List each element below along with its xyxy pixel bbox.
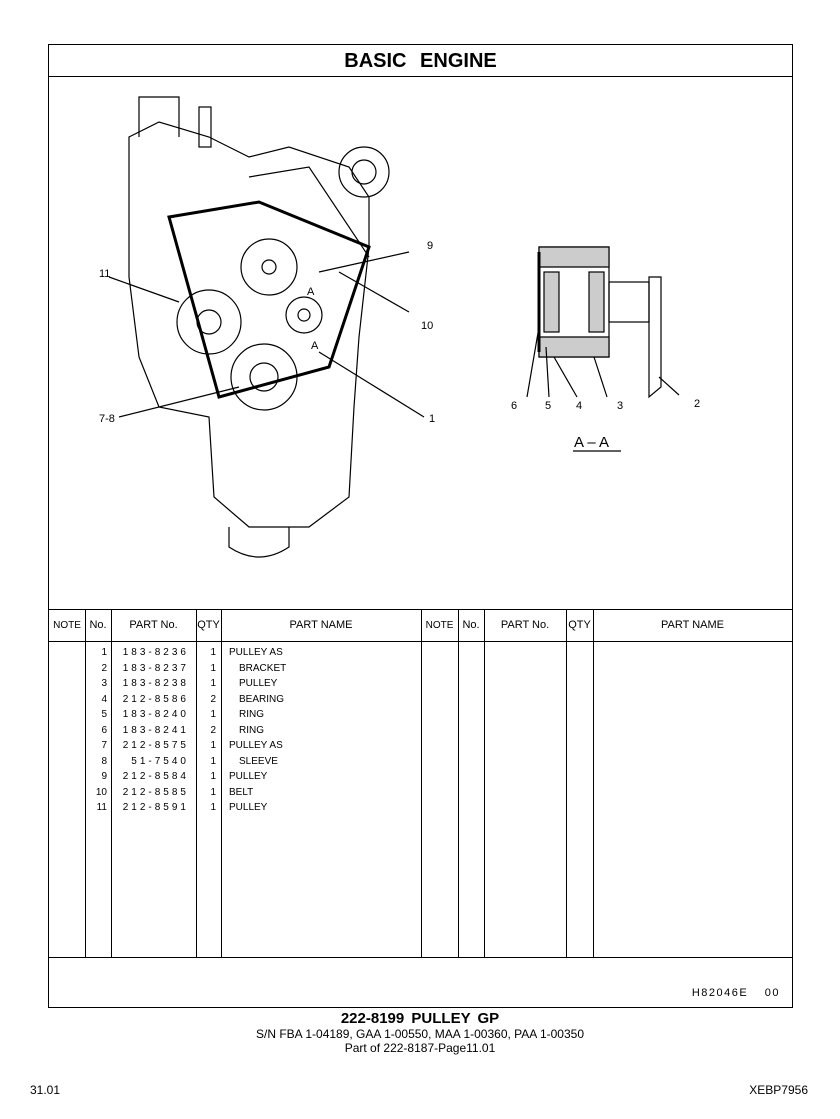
- row-number: 10: [95, 786, 107, 798]
- row-part-name: RING: [239, 724, 264, 736]
- row-number: 7: [101, 740, 107, 751]
- caption-serials: S/N FBA 1-04189, GAA 1-00550, MAA 1-0036…: [256, 1027, 584, 1041]
- callout-10: 10: [421, 320, 433, 332]
- header-note: NOTE: [53, 620, 81, 631]
- row-part-name: PULLEY: [229, 802, 268, 813]
- section-callout-3: 3: [617, 400, 623, 412]
- section-callout-2: 2: [694, 398, 700, 410]
- illustration-code: H82046E 00: [691, 987, 780, 999]
- engine-drawing: 9 10 11 7-8 1 A A 6 5 4 3 2 A – A: [99, 96, 700, 558]
- header-qty-2: QTY: [568, 619, 591, 631]
- row-quantity: 1: [210, 662, 216, 674]
- row-quantity: 1: [210, 740, 216, 751]
- section-label: A – A: [574, 434, 609, 451]
- row-number: 5: [101, 709, 107, 720]
- header-part-name: PART NAME: [289, 619, 353, 631]
- row-quantity: 1: [210, 647, 216, 658]
- row-quantity: 1: [210, 709, 216, 720]
- callout-11: 11: [99, 268, 110, 280]
- row-part-name: BEARING: [239, 693, 285, 705]
- header-part-name-2: PART NAME: [661, 619, 724, 631]
- header-note-2: NOTE: [425, 620, 454, 631]
- row-part-name: BELT: [229, 786, 254, 798]
- section-callout-5: 5: [545, 400, 551, 412]
- row-part-number: 183-8241: [122, 724, 189, 736]
- parts-page-frame: BASIC ENGINE 9 10 11 7-8 1 A A 6 5 4 3 2…: [48, 44, 793, 1008]
- parts-table: NOTE No. PART No. QTY PART NAME NOTE No.…: [49, 609, 792, 958]
- row-quantity: 2: [210, 724, 216, 736]
- row-quantity: 1: [210, 802, 216, 813]
- row-part-name: PULLEY AS: [229, 740, 283, 751]
- header-part-no: PART No.: [129, 619, 178, 631]
- caption-part-of: Part of 222-8187-Page11.01: [344, 1041, 496, 1055]
- row-number: 8: [101, 755, 107, 767]
- engine-illustration: 9 10 11 7-8 1 A A 6 5 4 3 2 A – A: [49, 77, 792, 609]
- row-part-name: SLEEVE: [239, 755, 278, 767]
- row-number: 6: [101, 724, 107, 736]
- row-part-name: RING: [239, 709, 264, 720]
- row-number: 4: [101, 693, 107, 705]
- row-part-number: 212-8575: [122, 740, 189, 751]
- page-number: 31.01: [30, 1083, 61, 1097]
- row-number: 1: [101, 647, 107, 658]
- section-mark-a: A: [307, 286, 315, 298]
- header-no: No.: [89, 619, 107, 631]
- row-part-name: PULLEY: [229, 771, 268, 782]
- row-quantity: 2: [210, 693, 216, 705]
- row-part-number: 183-8238: [122, 678, 189, 689]
- row-part-number: 183-8240: [122, 709, 189, 720]
- row-quantity: 1: [210, 786, 216, 798]
- section-callout-6: 6: [511, 400, 517, 412]
- row-number: 11: [96, 802, 107, 813]
- callout-7-8: 7-8: [99, 413, 115, 425]
- header-no-2: No.: [462, 619, 480, 631]
- callout-1: 1: [429, 413, 435, 425]
- callout-9: 9: [427, 240, 433, 252]
- row-part-name: PULLEY AS: [229, 647, 283, 658]
- row-part-name: PULLEY: [239, 678, 278, 689]
- section-callout-4: 4: [576, 400, 582, 412]
- document-id: XEBP7956: [749, 1083, 808, 1097]
- row-number: 3: [101, 678, 107, 689]
- row-part-number: 183-8236: [122, 647, 189, 658]
- row-part-number: 51-7540: [131, 755, 189, 767]
- page-title: BASIC ENGINE: [49, 45, 792, 77]
- row-number: 2: [101, 662, 107, 674]
- row-part-number: 183-8237: [122, 662, 189, 674]
- row-part-number: 212-8584: [122, 771, 189, 782]
- section-mark-a: A: [311, 340, 319, 352]
- header-qty: QTY: [197, 619, 220, 631]
- row-part-name: BRACKET: [239, 662, 287, 674]
- row-part-number: 212-8586: [122, 693, 189, 705]
- row-part-number: 212-8591: [122, 802, 189, 813]
- header-part-no-2: PART No.: [500, 619, 550, 631]
- row-part-number: 212-8585: [122, 786, 189, 798]
- table-header: [49, 610, 792, 642]
- row-number: 9: [101, 771, 107, 782]
- row-quantity: 1: [210, 755, 216, 767]
- row-quantity: 1: [210, 771, 216, 782]
- caption-title: 222-8199 PULLEY GP: [340, 1010, 500, 1027]
- row-quantity: 1: [210, 678, 216, 689]
